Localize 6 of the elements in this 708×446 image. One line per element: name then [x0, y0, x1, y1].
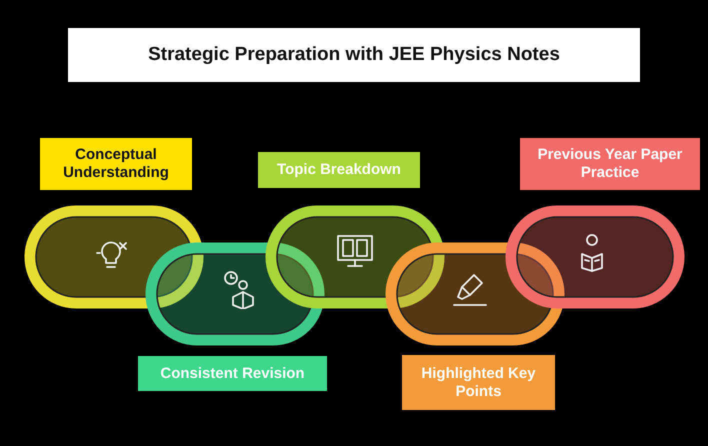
- title-banner: Strategic Preparation with JEE Physics Notes: [68, 28, 640, 82]
- step-label: Previous Year Paper Practice: [520, 138, 700, 190]
- step-label: Highlighted Key Points: [402, 355, 555, 410]
- step-label: Conceptual Understanding: [40, 138, 192, 190]
- step-label: Topic Breakdown: [258, 152, 420, 188]
- step-label: Consistent Revision: [138, 356, 327, 391]
